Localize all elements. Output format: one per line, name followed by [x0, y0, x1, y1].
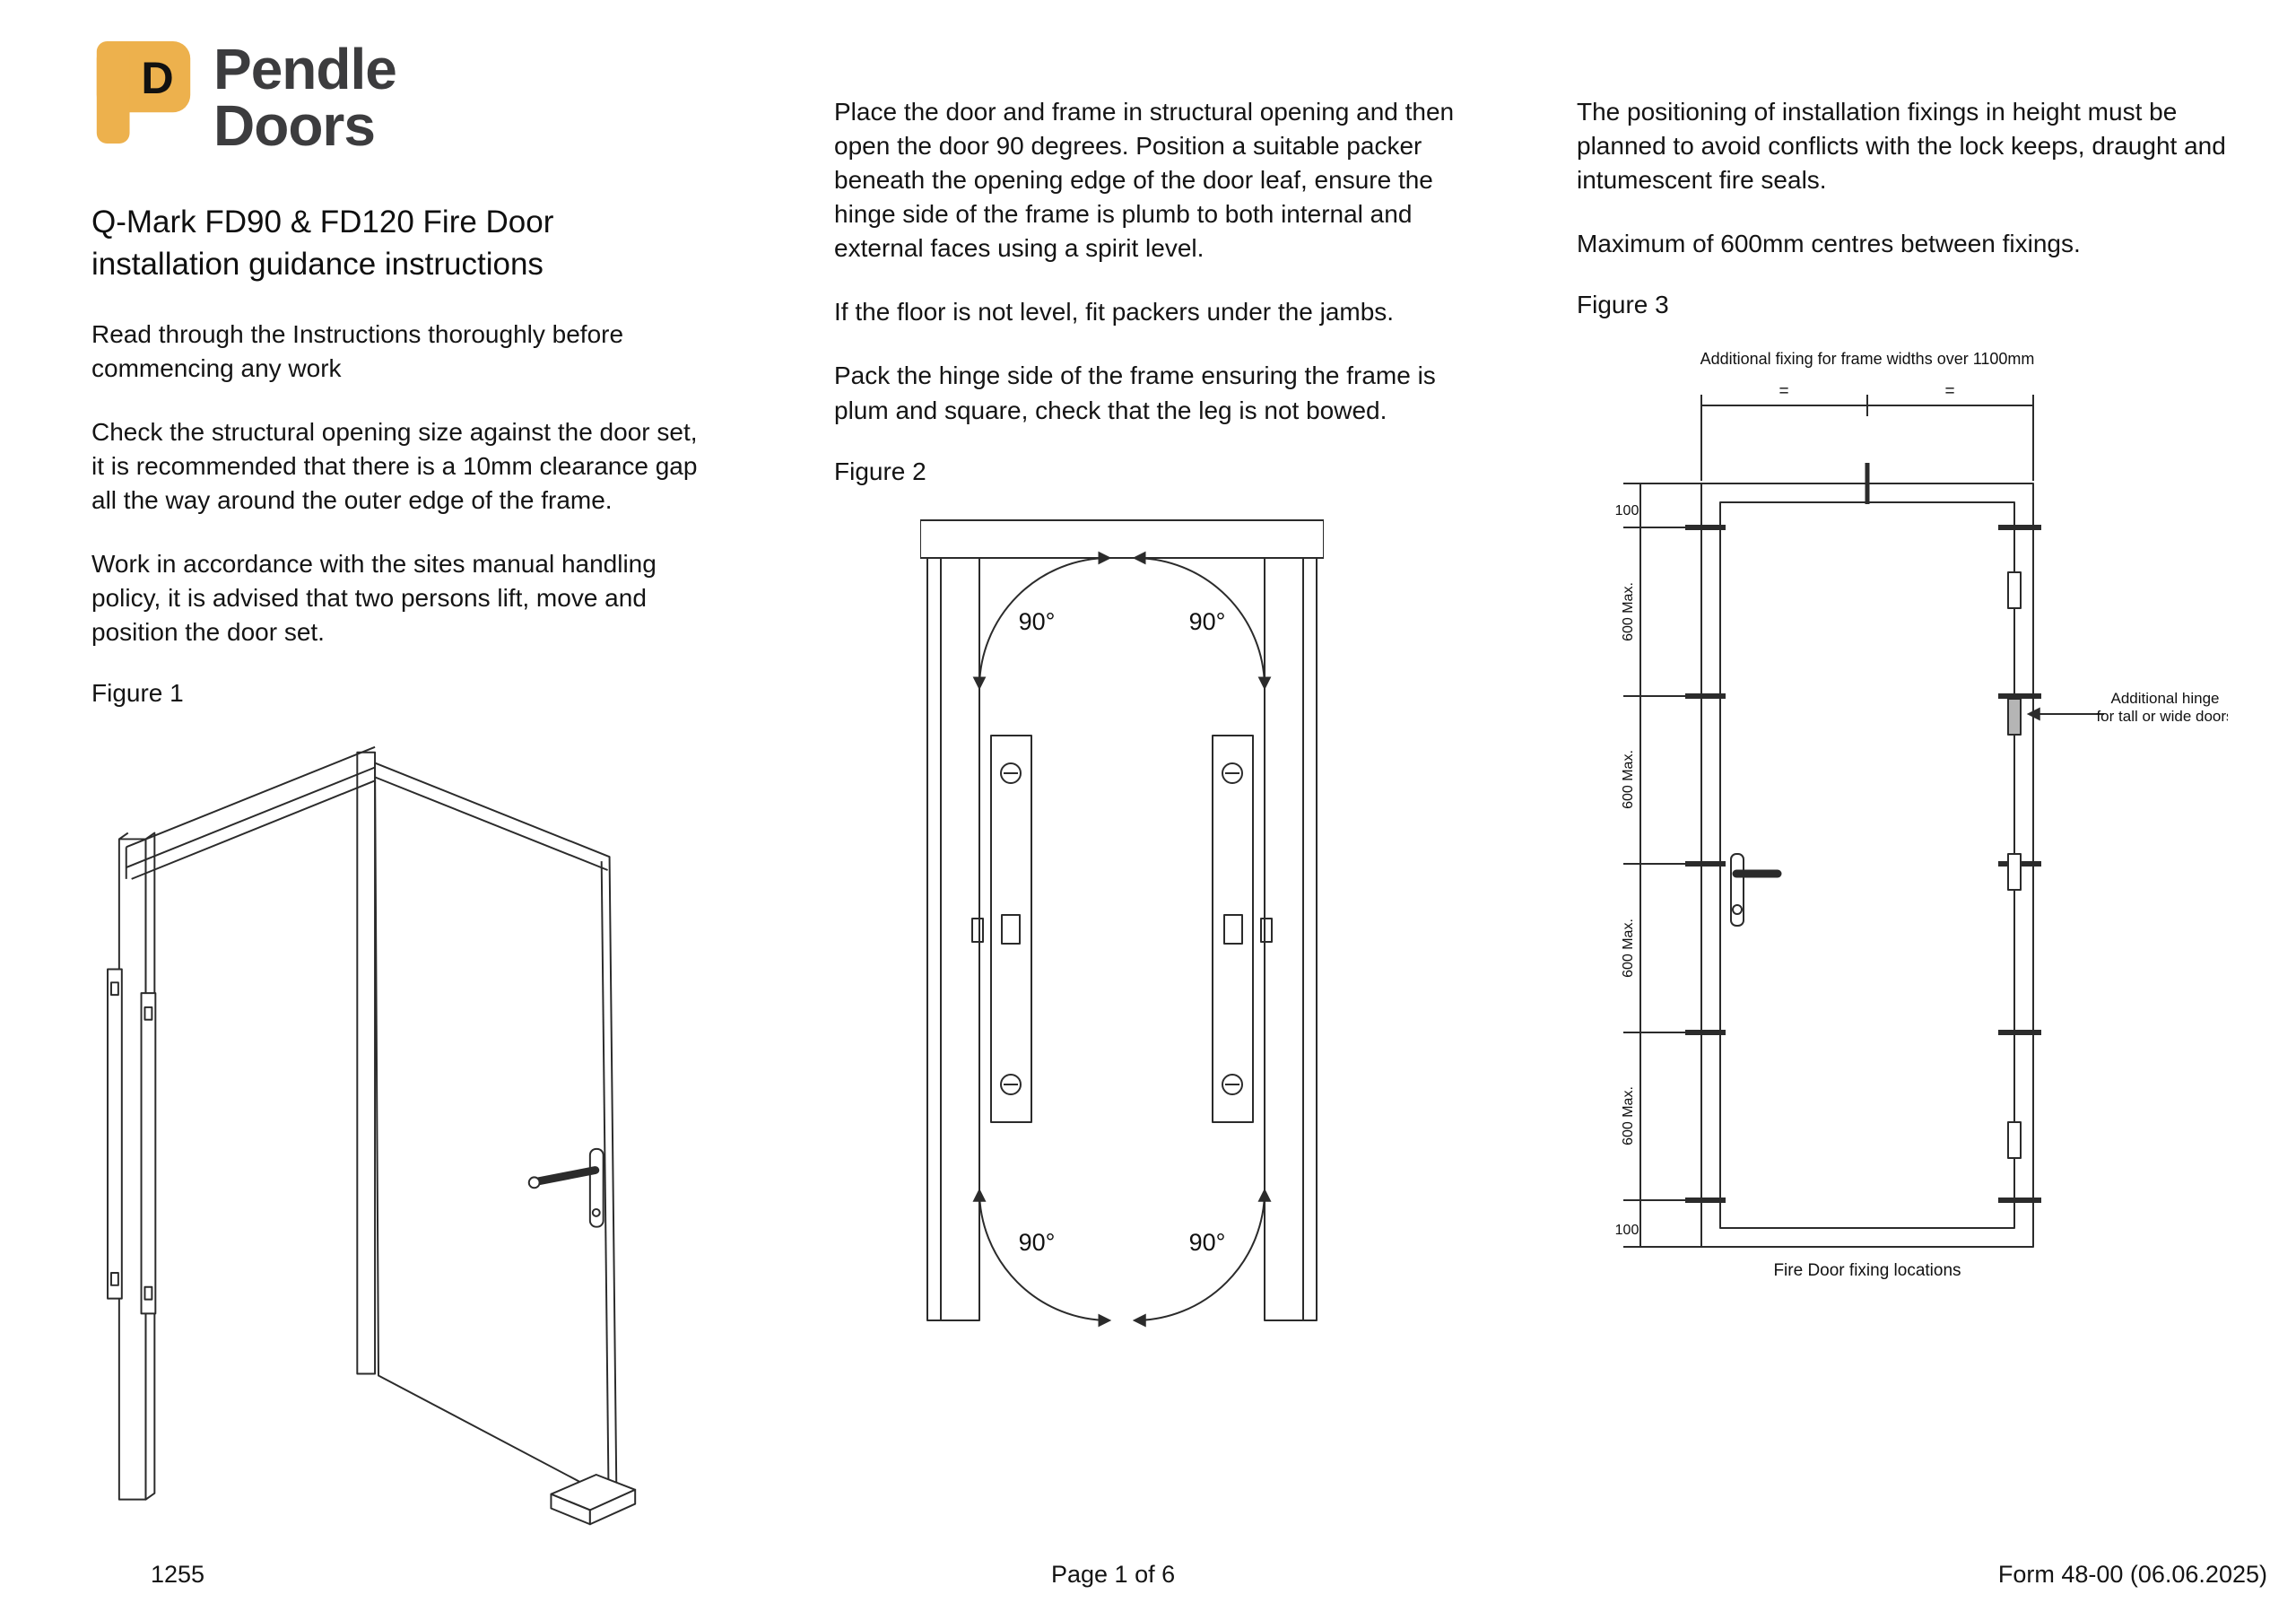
- footer-page-number: Page 1 of 6: [1051, 1561, 1176, 1588]
- figure3-drawing-fixing-locations: Additional fixing for frame widths over …: [1615, 350, 2228, 1280]
- logo-letter: D: [141, 53, 173, 103]
- logo: D Pendle Doors: [91, 36, 710, 158]
- hinges: [2007, 571, 2022, 1160]
- spirit-level-left: [990, 734, 1032, 1123]
- lock-handle-icon: [1730, 853, 1782, 928]
- figure3-caption: Fire Door fixing locations: [1773, 1261, 1961, 1280]
- intro-paragraph: Read through the Instructions thoroughly…: [91, 319, 624, 382]
- equal-span-left: =: [1779, 382, 1788, 401]
- spirit-level-right: [1212, 734, 1254, 1123]
- swing-angle-arcs: [972, 551, 1272, 1328]
- dim-600-3: 600 Max.: [1621, 919, 1636, 978]
- footer-doc-number: 1255: [151, 1561, 205, 1588]
- fixing-lugs: [1685, 525, 2041, 1204]
- dim-600-2: 600 Max.: [1621, 750, 1636, 809]
- top-width-dimension: [1700, 395, 2034, 482]
- pendle-doors-logo-icon: D: [96, 40, 191, 144]
- angle-label-bottom-left: 90°: [1019, 1229, 1056, 1256]
- figure3-label: Figure 3: [1577, 291, 1669, 319]
- door-foot-packer-block: [550, 1474, 637, 1526]
- logo-word-pendle: Pendle: [213, 37, 397, 101]
- fixing-centres-paragraph: Maximum of 600mm centres between fixings…: [1577, 230, 2081, 258]
- additional-hinge-note-line2: for tall or wide doors: [2096, 708, 2228, 725]
- figure1-drawing-open-doorset: [107, 746, 637, 1526]
- additional-hinge-icon: [2007, 698, 2022, 736]
- dim-100-bottom: 100: [1615, 1223, 1639, 1238]
- angle-label-bottom-right: 90°: [1189, 1229, 1226, 1256]
- door-frame-front-view: [920, 518, 1324, 1321]
- placement-paragraph: Place the door and frame in structural o…: [834, 98, 1455, 263]
- logo-word-doors: Doors: [213, 92, 376, 158]
- lever-handle-icon: [527, 1148, 604, 1229]
- handling-paragraph: Work in accordance with the sites manual…: [91, 550, 657, 647]
- additional-hinge-note-line1: Additional hinge: [2111, 690, 2220, 707]
- logo-wordmark: Pendle Doors: [213, 36, 397, 158]
- additional-fixing-note: Additional fixing for frame widths over …: [1700, 350, 2035, 368]
- dim-600-4: 600 Max.: [1621, 1086, 1636, 1145]
- figure1-label: Figure 1: [91, 679, 184, 708]
- door-leaf-open: [374, 762, 618, 1503]
- dim-100-top: 100: [1615, 503, 1639, 518]
- column-middle: Place the door and frame in structural o…: [834, 95, 1475, 1329]
- angle-label-top-right: 90°: [1189, 608, 1226, 635]
- page-title: Q-Mark FD90 & FD120 Fire Door installati…: [91, 205, 554, 282]
- door-frame-isometric: [117, 746, 377, 1502]
- packers-on-jamb: [107, 968, 157, 1315]
- equal-span-right: =: [1944, 382, 1954, 401]
- figure2-drawing-frame-plumb-check: 90° 90° 90° 90°: [920, 518, 1324, 1328]
- footer-form-reference: Form 48-00 (06.06.2025): [1997, 1561, 2267, 1588]
- angle-label-top-left: 90°: [1019, 608, 1056, 635]
- clearance-paragraph: Check the structural opening size agains…: [91, 417, 698, 515]
- floor-level-paragraph: If the floor is not level, fit packers u…: [834, 298, 1395, 327]
- fixings-height-paragraph: The positioning of installation fixings …: [1577, 98, 2226, 195]
- figure2-label: Figure 2: [834, 457, 926, 485]
- door-frame-elevation: [1700, 463, 2034, 1249]
- dim-600-1: 600 Max.: [1621, 582, 1636, 641]
- column-right: The positioning of installation fixings …: [1577, 95, 2245, 1285]
- pack-hinge-paragraph: Pack the hinge side of the frame ensurin…: [834, 361, 1436, 424]
- column-left: D Pendle Doors Q-Mark FD90 & FD120 Fire …: [91, 36, 710, 1542]
